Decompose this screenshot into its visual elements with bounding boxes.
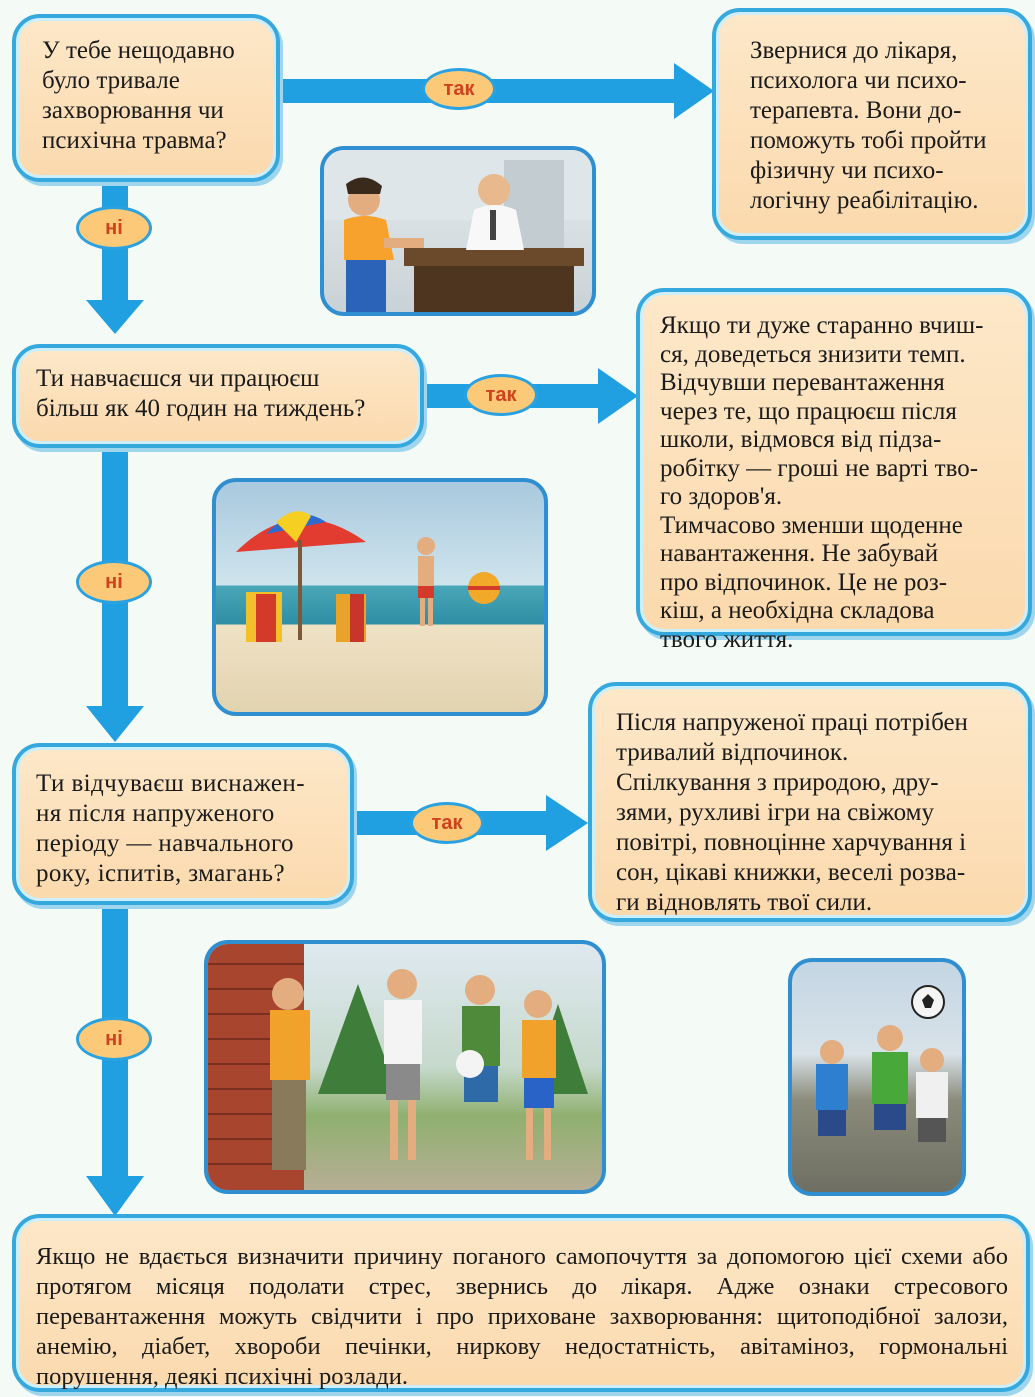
answer-box-2: Якщо ти дуже старанно вчиш- ся, доведеть…	[636, 288, 1032, 653]
answer-text-2: Якщо ти дуже старанно вчиш- ся, доведеть…	[660, 312, 984, 653]
question-text-2: Ти навчаєшся чи працюєш більш як 40 годи…	[36, 365, 366, 422]
question-box-3: Ти відчуваєш виснажен- ня після напружен…	[12, 743, 354, 905]
conclusion-text: Якщо не вдається визначити причину поган…	[36, 1243, 1008, 1390]
conclusion-box: Якщо не вдається визначити причину поган…	[12, 1214, 1030, 1392]
yes-label-2: так	[464, 374, 538, 416]
question-text-1: У тебе нещодавно було тривале захворюван…	[42, 37, 235, 154]
yes-label-1: так	[422, 68, 496, 110]
answer-box-1: Звернися до лікаря, психолога чи психо- …	[712, 8, 1032, 240]
no-label-2: ні	[76, 560, 152, 604]
flow-arrow-down-3	[86, 1176, 144, 1216]
no-label-1: ні	[76, 206, 152, 250]
no-label-3: ні	[76, 1017, 152, 1061]
answer-text-1: Звернися до лікаря, психолога чи психо- …	[750, 37, 987, 214]
flow-arrow-right-1	[674, 63, 714, 119]
answer-box-3: Після напруженої праці потрібен тривалий…	[588, 682, 1032, 922]
doctor-illustration	[320, 146, 596, 316]
beach-illustration	[212, 478, 548, 716]
question-box-2: Ти навчаєшся чи працюєш більш як 40 годи…	[12, 344, 424, 448]
flow-arrow-right-3	[546, 795, 588, 851]
yes-label-3: так	[410, 802, 484, 844]
friends-illustration	[204, 940, 606, 1194]
flow-arrow-down-2	[86, 706, 144, 742]
answer-text-3: Після напруженої праці потрібен тривалий…	[616, 709, 968, 916]
football-illustration	[788, 958, 966, 1196]
question-box-1: У тебе нещодавно було тривале захворюван…	[12, 14, 280, 182]
question-text-3: Ти відчуваєш виснажен- ня після напружен…	[36, 770, 305, 887]
flow-arrow-down-1	[86, 300, 144, 334]
flow-arrow-right-2	[598, 368, 638, 424]
